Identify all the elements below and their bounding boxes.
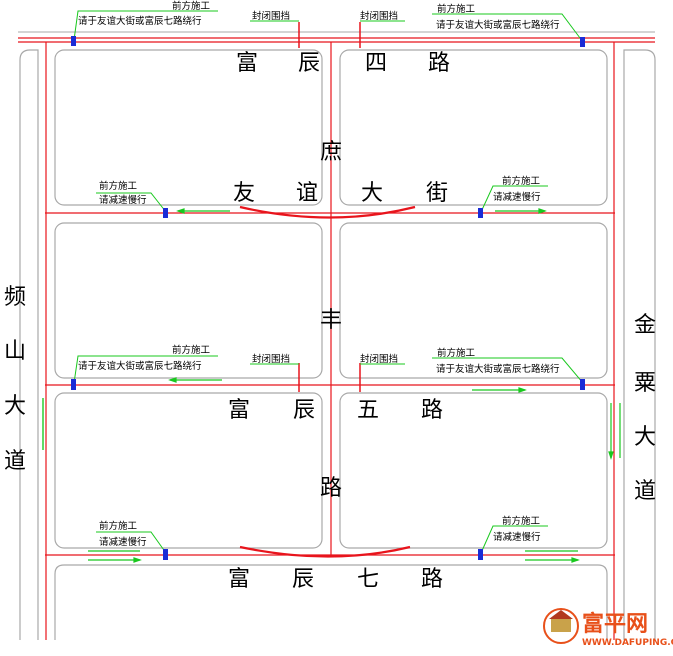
road-name-char: 庶: [320, 140, 342, 165]
leader-line: [96, 192, 167, 213]
sign-post: [163, 549, 168, 560]
block-e-mid: [339, 222, 608, 379]
arrow-head: [176, 208, 185, 214]
road-name-char: 街: [426, 181, 448, 206]
sign-detour: 请于友谊大街或富辰七路绕行: [436, 363, 560, 375]
leader-line: [73, 10, 218, 41]
road-name-char: 五: [357, 398, 379, 423]
block-w-mid: [54, 222, 323, 379]
block-west-strip: [19, 49, 39, 640]
sign-ahead-construction: 前方施工: [502, 515, 541, 527]
sign-ahead-construction: 前方施工: [99, 520, 138, 532]
sign-post: [163, 208, 168, 218]
sign-closed-barrier: 封闭围挡: [252, 10, 290, 22]
road-name-char: 辰: [292, 567, 314, 592]
watermark-brand: 富平网: [582, 611, 648, 637]
road-name-char: 大: [361, 181, 383, 206]
sign-ahead-construction: 前方施工: [437, 3, 476, 15]
sign-detour: 请于友谊大街或富辰七路绕行: [436, 19, 560, 31]
road-name-char: 辰: [298, 51, 320, 76]
city-blocks: [19, 49, 656, 640]
sign-slow-down: 请减速慢行: [493, 191, 541, 203]
road-name-char: 路: [428, 51, 450, 76]
leader-line: [480, 525, 548, 554]
road-names: 富 辰 四 路 友 谊 大 街 富 辰 五 路 富 辰 七 路 庶 丰 路 频 …: [4, 51, 656, 592]
road-name-char: 富: [236, 51, 258, 76]
sign-closed-barrier: 封闭围挡: [252, 353, 290, 365]
road-name-char: 路: [421, 398, 443, 423]
sign-detour: 请于友谊大街或富辰七路绕行: [78, 15, 202, 27]
watermark-roof-icon: [549, 610, 573, 619]
road-name-char: 丰: [320, 308, 342, 333]
road-name-char: 富: [228, 567, 250, 592]
road-name-char: 频: [4, 285, 26, 310]
arrow-head: [608, 451, 614, 460]
arrow-head: [133, 557, 142, 563]
block-south: [54, 564, 608, 640]
sign-slow-down: 请减速慢行: [99, 536, 147, 548]
sign-slow-down: 请减速慢行: [99, 194, 147, 206]
road-name-char: 粟: [634, 371, 656, 396]
road-name-char: 山: [4, 339, 26, 364]
block-nw: [54, 49, 323, 206]
road-lines: [18, 22, 655, 640]
road-name-char: 谊: [296, 181, 318, 206]
sign-leaders: [73, 10, 584, 554]
road-name-char: 四: [365, 51, 387, 76]
sign-post: [478, 208, 483, 218]
block-sw: [54, 392, 323, 549]
arrow-head: [571, 557, 580, 563]
watermark: 富平网 WWW.DAFUPING.CN: [543, 608, 673, 648]
road-name-char: 七: [357, 567, 379, 592]
arrow-head: [168, 377, 177, 383]
sign-post: [580, 379, 585, 390]
road-name-char: 辰: [293, 398, 315, 423]
leader-line: [73, 355, 218, 384]
sign-ahead-construction: 前方施工: [502, 175, 541, 187]
sign-ahead-construction: 前方施工: [437, 347, 476, 359]
arrow-head: [538, 208, 547, 214]
sign-detour: 请于友谊大街或富辰七路绕行: [78, 360, 202, 372]
road-name-char: 路: [421, 567, 443, 592]
leader-line: [432, 13, 584, 43]
sign-ahead-construction: 前方施工: [99, 180, 138, 192]
block-east-strip: [623, 49, 656, 640]
sign-post: [580, 37, 585, 47]
road-name-char: 大: [634, 425, 656, 450]
watermark-url: WWW.DAFUPING.CN: [582, 638, 673, 648]
road-name-char: 路: [320, 476, 342, 501]
sign-post: [71, 36, 76, 46]
leader-line: [432, 357, 584, 384]
sign-slow-down: 请减速慢行: [493, 531, 541, 543]
road-name-char: 富: [228, 398, 250, 423]
sign-post: [478, 549, 483, 560]
sign-post: [71, 379, 76, 390]
road-name-char: 友: [233, 181, 255, 206]
traffic-arrows: [42, 208, 621, 563]
road-name-char: 大: [4, 394, 26, 419]
detour-arc: [239, 205, 416, 219]
detour-arc: [239, 545, 411, 558]
road-name-char: 道: [4, 449, 26, 474]
road-name-char: 道: [634, 479, 656, 504]
sign-closed-barrier: 封闭围挡: [360, 10, 398, 22]
leader-line: [480, 185, 548, 213]
road-name-char: 金: [634, 313, 656, 338]
leader-line: [96, 531, 167, 554]
sign-ahead-construction: 前方施工: [172, 344, 211, 356]
block-se: [339, 392, 608, 549]
sign-ahead-construction: 前方施工: [172, 0, 211, 12]
sign-posts: [71, 36, 585, 560]
sign-labels: 前方施工 请于友谊大街或富辰七路绕行 封闭围挡 封闭围挡 前方施工 请于友谊大街…: [78, 0, 560, 548]
block-ne: [339, 49, 608, 206]
sign-closed-barrier: 封闭围挡: [360, 353, 398, 365]
watermark-tower-icon: [551, 618, 571, 632]
arrow-head: [518, 387, 527, 393]
